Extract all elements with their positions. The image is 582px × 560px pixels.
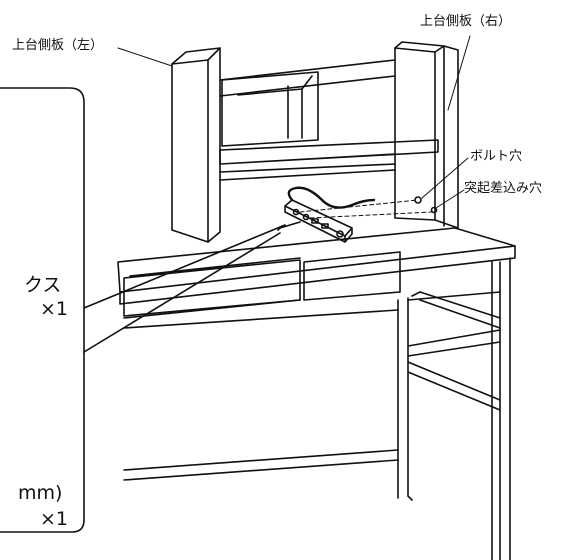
bolt-hole <box>414 196 422 204</box>
upper-middle-shelf <box>219 139 439 165</box>
upper-shelf-box <box>221 71 319 147</box>
desk-drawer-left <box>123 257 301 317</box>
upper-side-panel-left <box>171 59 209 243</box>
screw <box>277 221 301 231</box>
desk-drawer-right <box>303 251 401 301</box>
callout-item1-qty: ×1 <box>40 298 69 320</box>
callout-item2-qty: ×1 <box>40 508 69 530</box>
label-upper-side-right: 上台側板（右） <box>420 14 512 29</box>
label-upper-side-left: 上台側板（左） <box>12 38 104 53</box>
label-bolt-hole: ボルト穴 <box>470 149 523 164</box>
power-cable <box>287 186 376 209</box>
callout-item2-text: mm) <box>18 482 63 504</box>
protrusion-hole <box>430 206 438 214</box>
upper-top-board <box>219 59 396 97</box>
upper-side-panel-right <box>394 47 436 221</box>
label-protrusion-hole: 突起差込み穴 <box>464 181 543 196</box>
callout-leader-cable <box>83 224 286 353</box>
desk-crossbar-lower <box>123 449 399 481</box>
callout-box <box>0 87 85 533</box>
callout-item1-text: クス <box>24 274 62 296</box>
desk-leg-front <box>397 257 511 560</box>
